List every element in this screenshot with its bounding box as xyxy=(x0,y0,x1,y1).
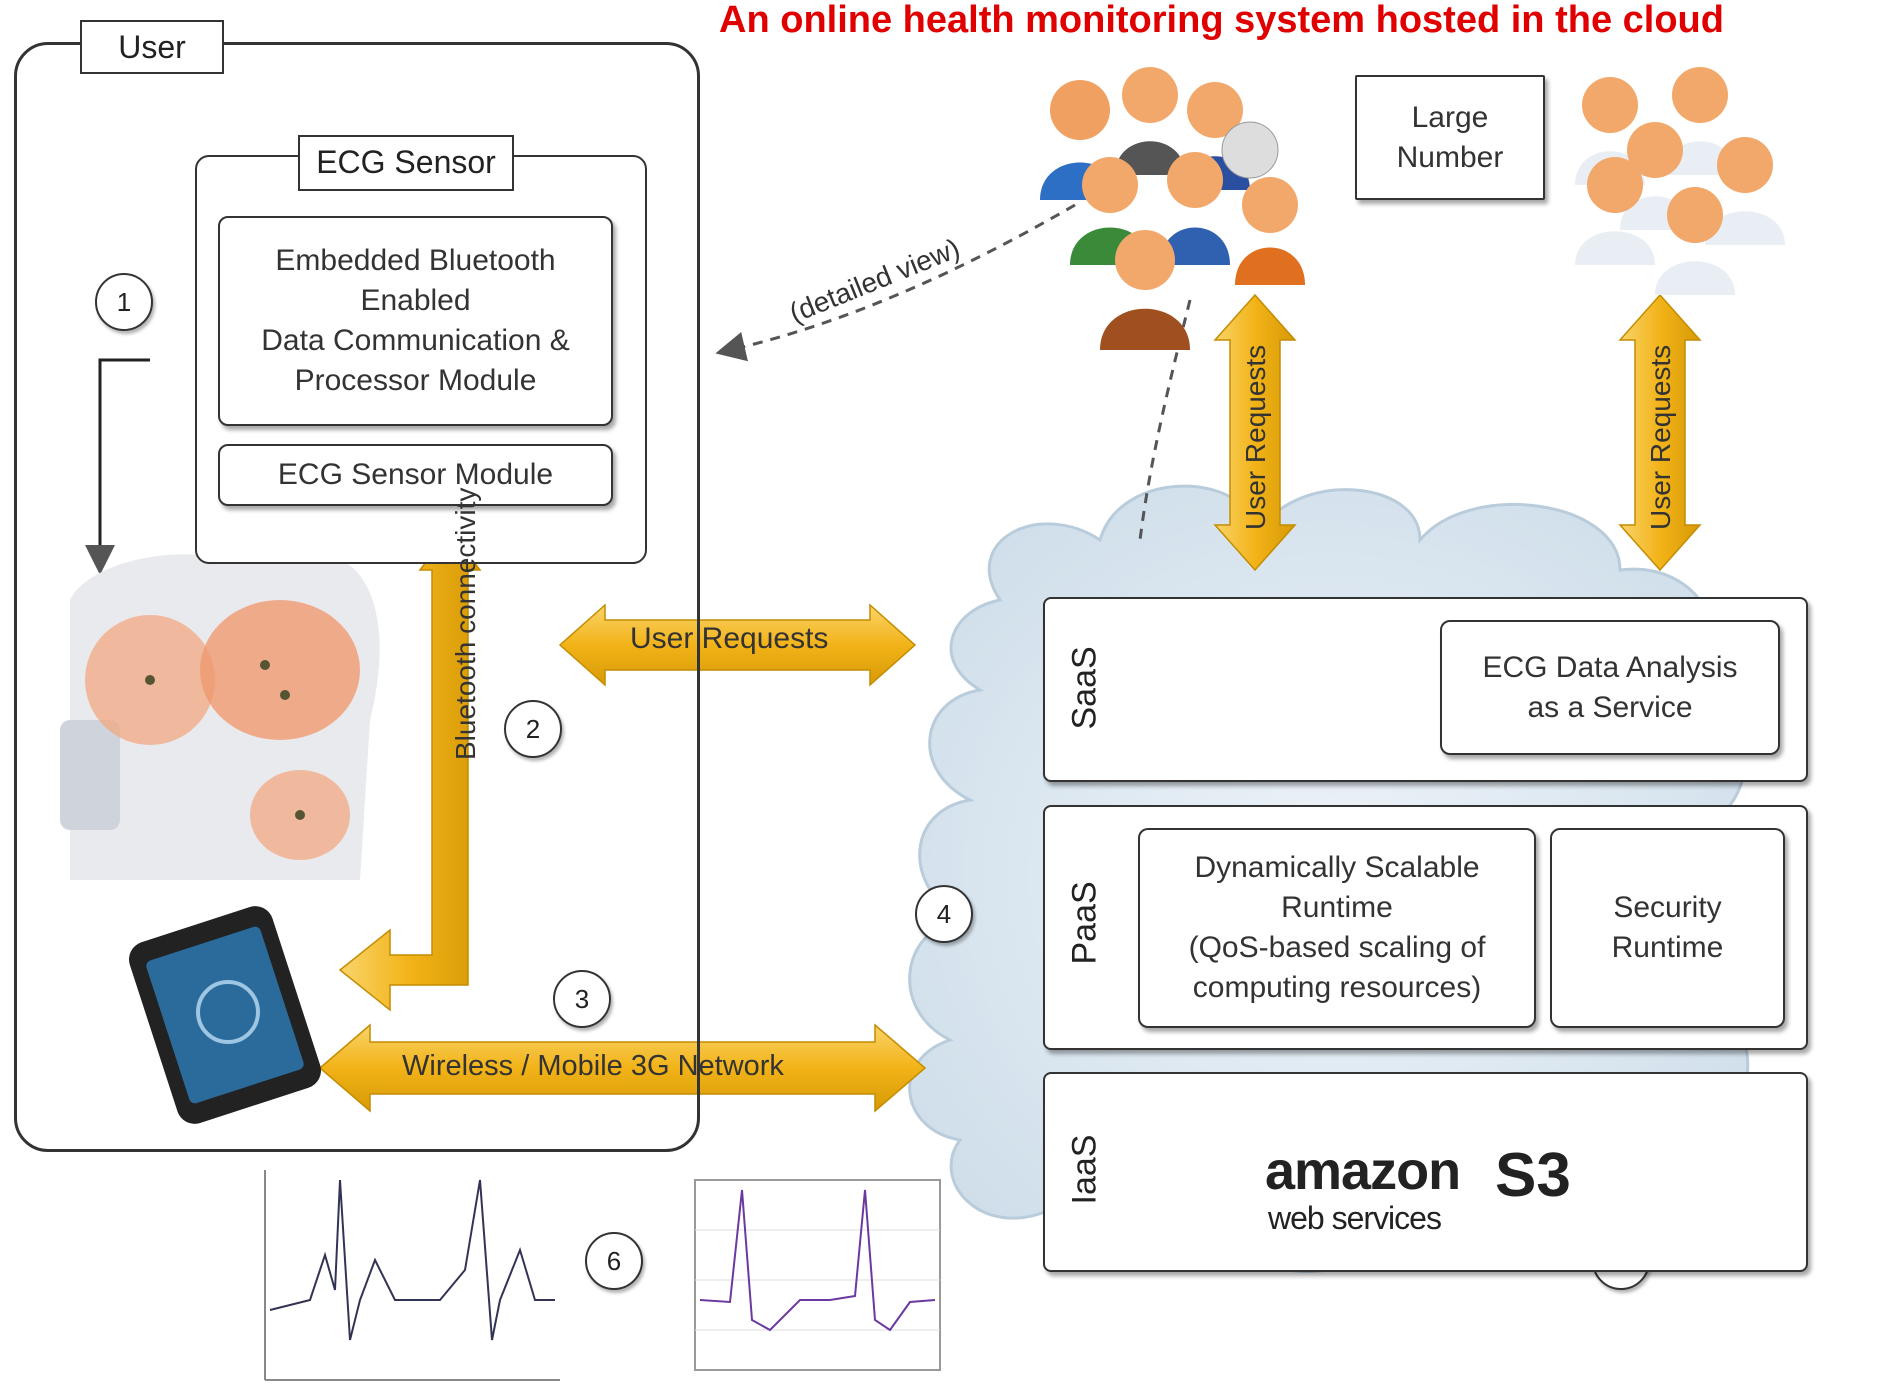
processor-module-line: Embedded Bluetooth xyxy=(275,244,556,277)
user-box xyxy=(14,42,700,1152)
user-requests-users-label: User Requests xyxy=(1240,344,1271,530)
doctors-group-icon xyxy=(1575,67,1785,295)
security-runtime-box: Security Runtime xyxy=(1550,828,1785,1028)
processor-module-line: Data Communication & xyxy=(261,324,570,357)
ecg-analysis-line: as a Service xyxy=(1527,690,1693,724)
scalable-runtime-line: Dynamically Scalable xyxy=(1194,851,1480,884)
detailed-view-arrow xyxy=(715,203,1076,362)
ecg-chart-right xyxy=(694,1179,941,1371)
user-requests-doctors-arrow xyxy=(1618,293,1702,572)
web-services-text: web services xyxy=(1268,1200,1442,1236)
ecg-chart-left xyxy=(264,1170,560,1381)
large-number-line: Large xyxy=(1411,100,1489,134)
bluetooth-arrow xyxy=(338,528,482,1012)
saas-label: SaaS xyxy=(1065,646,1104,730)
ecg-sensor-label: ECG Sensor xyxy=(298,135,514,191)
amazon-logo-text: amazon xyxy=(1265,1141,1461,1201)
s3-logo-text: S3 xyxy=(1495,1141,1571,1210)
scalable-runtime-line: Runtime xyxy=(1281,891,1393,924)
wireless-arrow xyxy=(318,1023,927,1113)
scalable-runtime-line: (QoS-based scaling of xyxy=(1188,931,1486,964)
user-requests-center-label: User Requests xyxy=(630,622,829,655)
user-requests-users-arrow xyxy=(1213,293,1297,572)
step-6-badge: 6 xyxy=(585,1232,643,1290)
scalable-runtime-line: computing resources) xyxy=(1192,971,1482,1004)
processor-module-box: Embedded Bluetooth Enabled Data Communic… xyxy=(218,216,613,426)
user-requests-doctors-label: User Requests xyxy=(1645,344,1676,530)
security-runtime-line: Runtime xyxy=(1611,931,1724,964)
step-1-badge: 1 xyxy=(95,273,153,331)
smartphone-icon xyxy=(128,906,322,1124)
ecg-vest-icon xyxy=(60,545,380,880)
iaas-layer xyxy=(1043,1072,1808,1272)
processor-module-line: Enabled xyxy=(360,284,471,317)
user-box-label: User xyxy=(80,20,224,74)
step-4-badge: 4 xyxy=(915,885,973,943)
ecg-sensor-module-box: ECG Sensor Module xyxy=(218,444,613,506)
paas-label: PaaS xyxy=(1065,881,1104,965)
users-group-icon xyxy=(1040,67,1305,350)
page-title: An online health monitoring system hoste… xyxy=(719,0,1724,41)
step1-arrow xyxy=(85,358,150,575)
security-runtime-line: Security xyxy=(1613,891,1722,924)
iaas-label: IaaS xyxy=(1065,1134,1104,1205)
processor-module-line: Processor Module xyxy=(294,364,537,397)
scalable-runtime-box: Dynamically Scalable Runtime (QoS-based … xyxy=(1138,828,1536,1028)
large-number-box: Large Number xyxy=(1355,75,1545,200)
ecg-analysis-line: ECG Data Analysis xyxy=(1482,650,1738,684)
wireless-label: Wireless / Mobile 3G Network xyxy=(402,1050,784,1082)
ecg-analysis-service-box: ECG Data Analysis as a Service xyxy=(1440,620,1780,755)
large-number-line: Number xyxy=(1396,140,1504,174)
bluetooth-label: Bluetooth connectivity xyxy=(450,487,481,760)
user-requests-center-arrow xyxy=(558,603,917,687)
step-2-badge: 2 xyxy=(504,700,562,758)
step-3-badge: 3 xyxy=(553,970,611,1028)
